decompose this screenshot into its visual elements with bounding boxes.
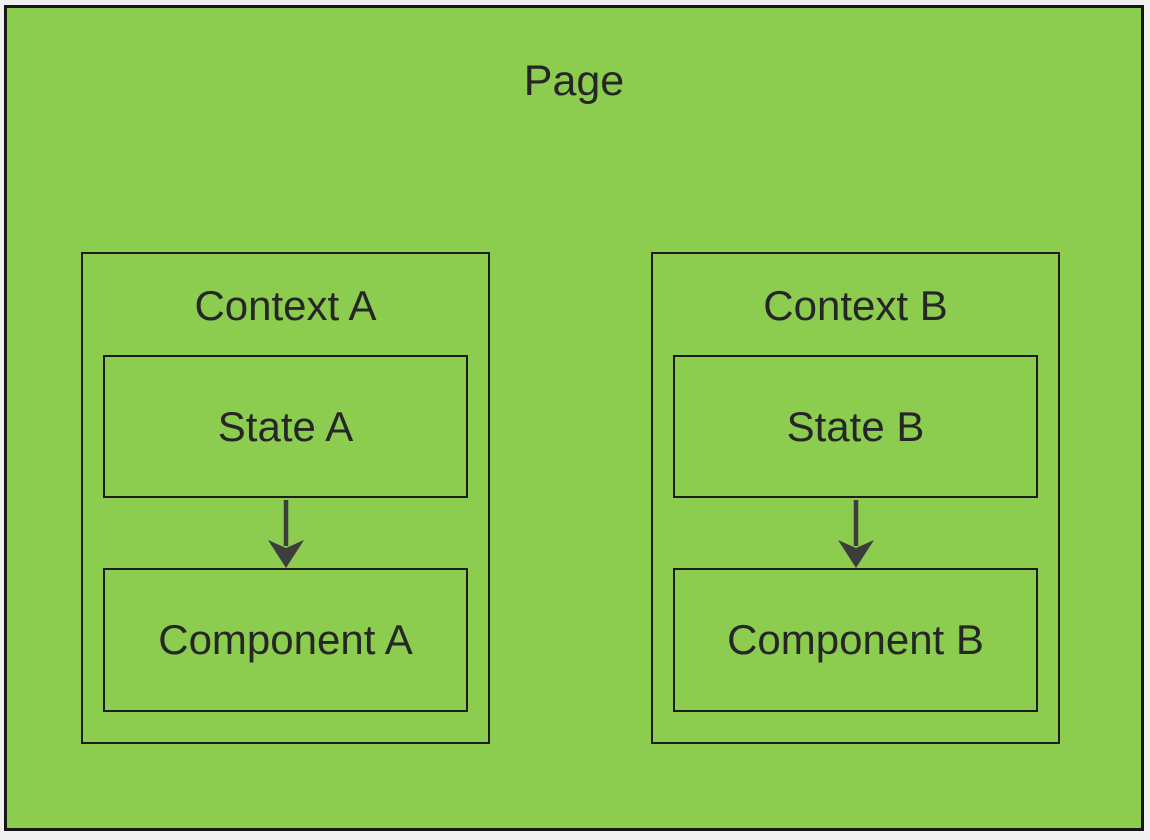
down-arrow-icon: [837, 500, 874, 568]
state-a-box: State A: [103, 355, 468, 498]
down-arrow-icon: [267, 500, 304, 568]
context-b-box: Context B State B Component B: [651, 252, 1060, 744]
state-b-box: State B: [673, 355, 1038, 498]
component-a-label: Component A: [158, 616, 413, 663]
page-container: Page Context A State A Component A Conte…: [4, 5, 1144, 831]
component-b-box: Component B: [673, 568, 1038, 712]
context-a-box: Context A State A Component A: [81, 252, 490, 744]
component-a-box: Component A: [103, 568, 468, 712]
context-b-label: Context B: [763, 282, 948, 329]
page-title: Page: [523, 57, 625, 105]
state-a-label: State A: [217, 402, 354, 450]
state-b-label: State B: [786, 402, 925, 450]
component-b-label: Component B: [727, 616, 984, 663]
context-a-label: Context A: [194, 282, 377, 329]
